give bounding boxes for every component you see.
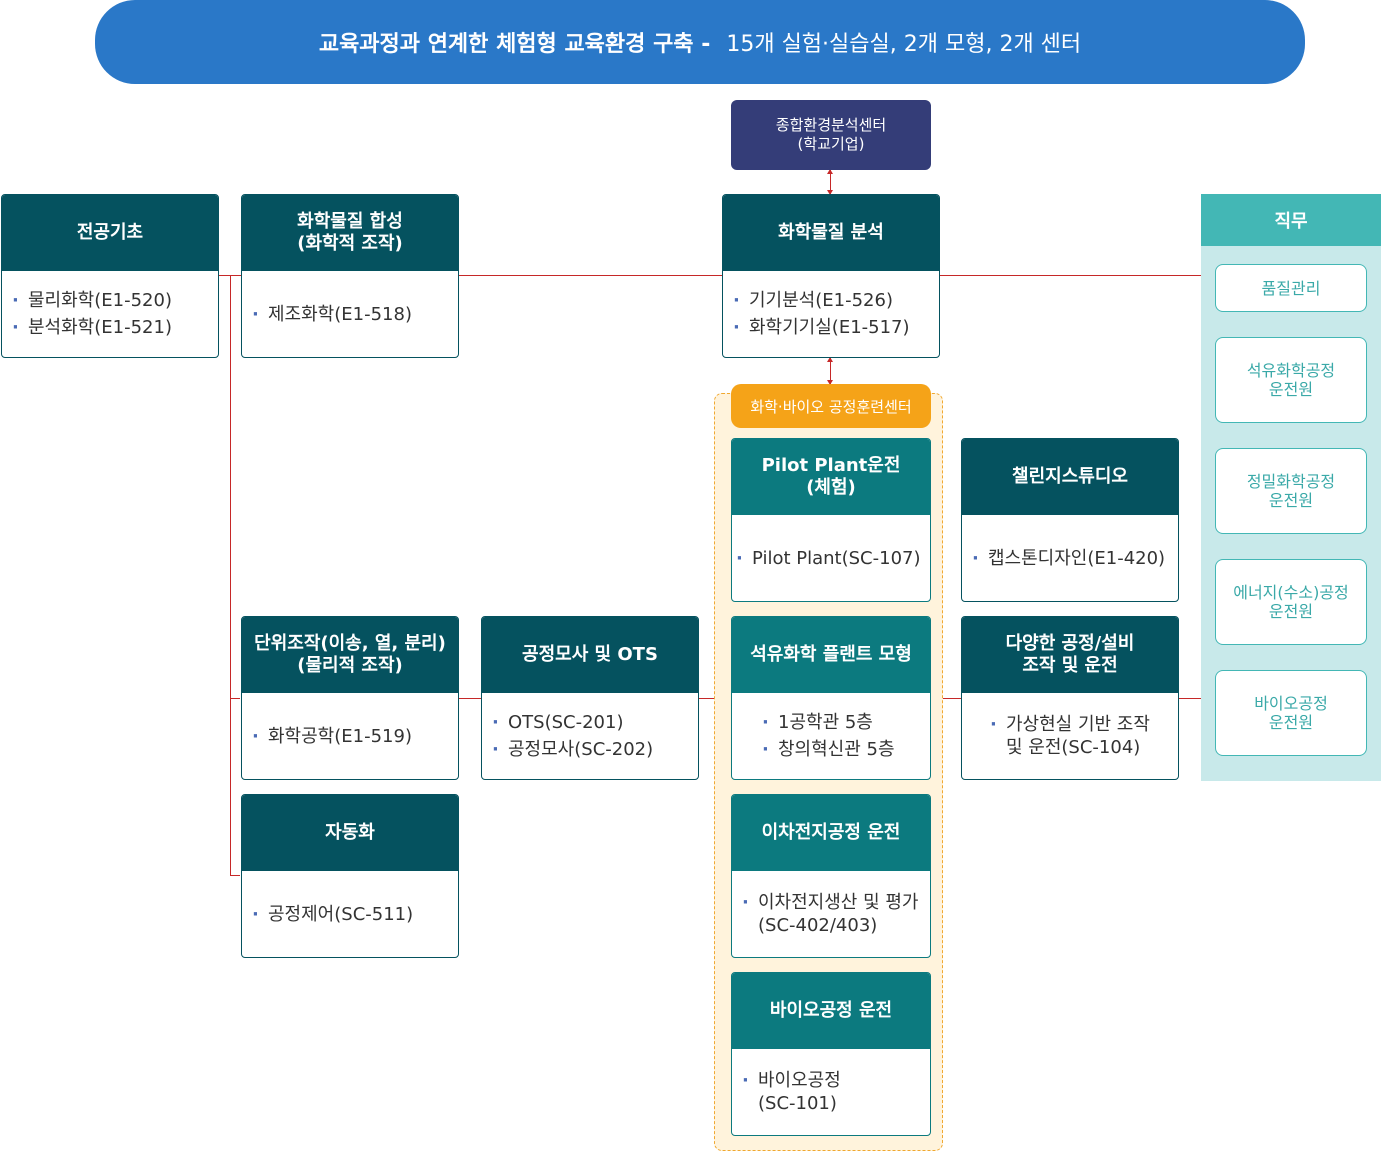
card-item: 이차전지생산 및 평가 (SC-402/403)	[742, 891, 922, 937]
card-item: 공정제어(SC-511)	[252, 901, 450, 928]
card-item: 화학공학(E1-519)	[252, 723, 450, 750]
card-challenge-studio: 챌린지스튜디오 캡스톤디자인(E1-420)	[961, 438, 1179, 602]
card-title: 전공기초	[2, 195, 218, 271]
card-title: 바이오공정 운전	[732, 973, 930, 1049]
card-item-list: 가상현실 기반 조작 및 운전(SC-104)	[990, 713, 1170, 759]
connector-automation	[230, 875, 240, 876]
job-item: 에너지(수소)공정 운전원	[1215, 559, 1367, 645]
card-item: 캡스톤디자인(E1-420)	[972, 545, 1170, 572]
card-item: 창의혁신관 5층	[762, 736, 922, 763]
card-petrochem-model: 석유화학 플랜트 모형 1공학관 5층 창의혁신관 5층	[731, 616, 931, 780]
card-analysis: 화학물질 분석 기기분석(E1-526) 화학기기실(E1-517)	[722, 194, 940, 358]
card-item-list: 제조화학(E1-518)	[252, 301, 450, 328]
connector-left-vertical	[230, 275, 231, 876]
job-item: 품질관리	[1215, 264, 1367, 312]
card-item: 공정모사(SC-202)	[492, 736, 690, 763]
card-unit-operations: 단위조작(이송, 열, 분리) (물리적 조작) 화학공학(E1-519)	[241, 616, 459, 780]
banner-title-bold: 교육과정과 연계한 체험형 교육환경 구축 -	[318, 32, 711, 57]
card-item: 화학기기실(E1-517)	[733, 314, 931, 341]
training-center-label: 화학·바이오 공정훈련센터	[731, 384, 931, 428]
card-item-list: 이차전지생산 및 평가 (SC-402/403)	[742, 891, 922, 937]
card-item: 분석화학(E1-521)	[12, 314, 210, 341]
card-item: 제조화학(E1-518)	[252, 301, 450, 328]
card-title: 화학물질 합성 (화학적 조작)	[242, 195, 458, 271]
card-item-list: 바이오공정 (SC-101)	[742, 1069, 922, 1115]
card-pilot-plant: Pilot Plant운전 (체험) Pilot Plant(SC-107)	[731, 438, 931, 602]
card-item: OTS(SC-201)	[492, 709, 690, 736]
card-item: Pilot Plant(SC-107)	[736, 545, 922, 572]
card-various-processes: 다양한 공정/설비 조작 및 운전 가상현실 기반 조작 및 운전(SC-104…	[961, 616, 1179, 780]
card-item: 바이오공정 (SC-101)	[742, 1069, 922, 1115]
arrow-analysis-to-training	[827, 357, 833, 385]
card-title: 자동화	[242, 795, 458, 871]
card-bioprocess: 바이오공정 운전 바이오공정 (SC-101)	[731, 972, 931, 1136]
card-item-list: OTS(SC-201) 공정모사(SC-202)	[492, 709, 690, 763]
card-automation: 자동화 공정제어(SC-511)	[241, 794, 459, 958]
card-item: 가상현실 기반 조작 및 운전(SC-104)	[990, 713, 1170, 759]
job-item: 정밀화학공정 운전원	[1215, 448, 1367, 534]
card-title: 이차전지공정 운전	[732, 795, 930, 871]
connector-unit-ops	[230, 698, 240, 699]
card-item-list: 캡스톤디자인(E1-420)	[972, 545, 1170, 572]
arrow-center-to-analysis	[827, 169, 833, 195]
card-title: 공정모사 및 OTS	[482, 617, 698, 693]
card-basics: 전공기초 물리화학(E1-520) 분석화학(E1-521)	[1, 194, 219, 358]
job-item: 바이오공정 운전원	[1215, 670, 1367, 756]
job-item: 석유화학공정 운전원	[1215, 337, 1367, 423]
card-item: 물리화학(E1-520)	[12, 287, 210, 314]
card-title: 석유화학 플랜트 모형	[732, 617, 930, 693]
card-item-list: Pilot Plant(SC-107)	[736, 545, 922, 572]
card-title: 단위조작(이송, 열, 분리) (물리적 조작)	[242, 617, 458, 693]
card-item-list: 1공학관 5층 창의혁신관 5층	[762, 709, 922, 763]
card-item-list: 공정제어(SC-511)	[252, 901, 450, 928]
header-banner: 교육과정과 연계한 체험형 교육환경 구축 - 15개 실험·실습실, 2개 모…	[95, 0, 1305, 84]
card-item: 1공학관 5층	[762, 709, 922, 736]
card-title: Pilot Plant운전 (체험)	[732, 439, 930, 515]
card-item-list: 기기분석(E1-526) 화학기기실(E1-517)	[733, 287, 931, 341]
card-ots: 공정모사 및 OTS OTS(SC-201) 공정모사(SC-202)	[481, 616, 699, 780]
card-item-list: 화학공학(E1-519)	[252, 723, 450, 750]
card-item-list: 물리화학(E1-520) 분석화학(E1-521)	[12, 287, 210, 341]
card-secondary-battery: 이차전지공정 운전 이차전지생산 및 평가 (SC-402/403)	[731, 794, 931, 958]
environment-analysis-center: 종합환경분석센터 (학교기업)	[731, 100, 931, 170]
card-synthesis: 화학물질 합성 (화학적 조작) 제조화학(E1-518)	[241, 194, 459, 358]
banner-title-rest: 15개 실험·실습실, 2개 모형, 2개 센터	[726, 32, 1082, 57]
card-title: 다양한 공정/설비 조작 및 운전	[962, 617, 1178, 693]
jobs-panel: 직무 품질관리 석유화학공정 운전원 정밀화학공정 운전원 에너지(수소)공정 …	[1201, 194, 1381, 781]
connector-top-main	[219, 275, 1201, 276]
jobs-title: 직무	[1201, 194, 1381, 246]
card-title: 화학물질 분석	[723, 195, 939, 271]
card-title: 챌린지스튜디오	[962, 439, 1178, 515]
card-item: 기기분석(E1-526)	[733, 287, 931, 314]
